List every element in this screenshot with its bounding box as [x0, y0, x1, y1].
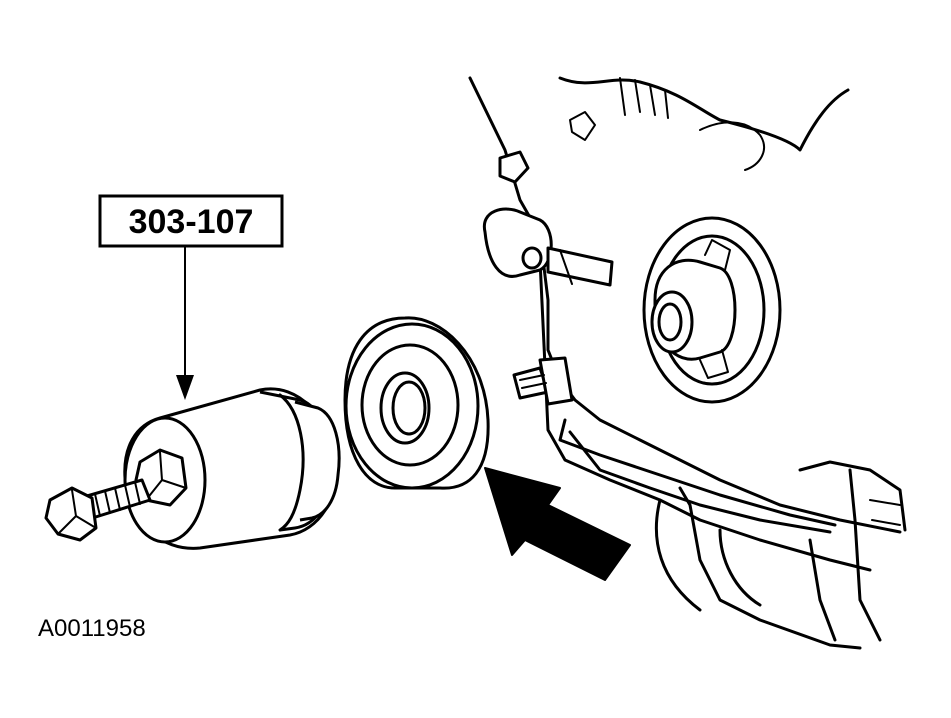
- tool-label: 303-107: [98, 194, 284, 248]
- figure-id-text: A0011958: [38, 615, 146, 642]
- crankshaft-bore: [642, 216, 782, 404]
- crankshaft-front-seal: [343, 316, 490, 490]
- upper-bolt: [498, 150, 530, 184]
- oil-pan: [558, 418, 907, 650]
- seal-installer-tool: [44, 387, 341, 550]
- install-direction-arrow: [484, 467, 631, 581]
- tool-code-text: 303-107: [129, 203, 254, 241]
- mount-bracket: [482, 207, 614, 287]
- engine-block: [468, 76, 907, 650]
- tool-label-leader: [176, 245, 194, 400]
- lower-stud: [512, 356, 574, 406]
- tool-label-box: [98, 194, 284, 248]
